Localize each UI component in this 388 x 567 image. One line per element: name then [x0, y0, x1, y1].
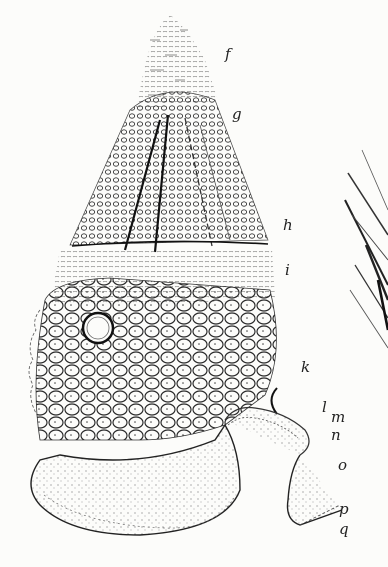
label-k: k: [301, 360, 310, 375]
label-o: o: [338, 458, 347, 473]
label-l: l: [322, 400, 327, 415]
label-g: g: [232, 107, 242, 122]
label-h: h: [283, 218, 293, 233]
label-q: q: [339, 522, 349, 537]
label-p: p: [339, 502, 349, 517]
epidermis-layers-lmn: [225, 408, 309, 456]
label-f: f: [225, 47, 231, 62]
label-m: m: [331, 410, 345, 425]
background-fibers: [345, 150, 388, 348]
label-i: i: [285, 263, 290, 278]
vessel-right: [272, 388, 278, 414]
label-n: n: [331, 428, 341, 443]
